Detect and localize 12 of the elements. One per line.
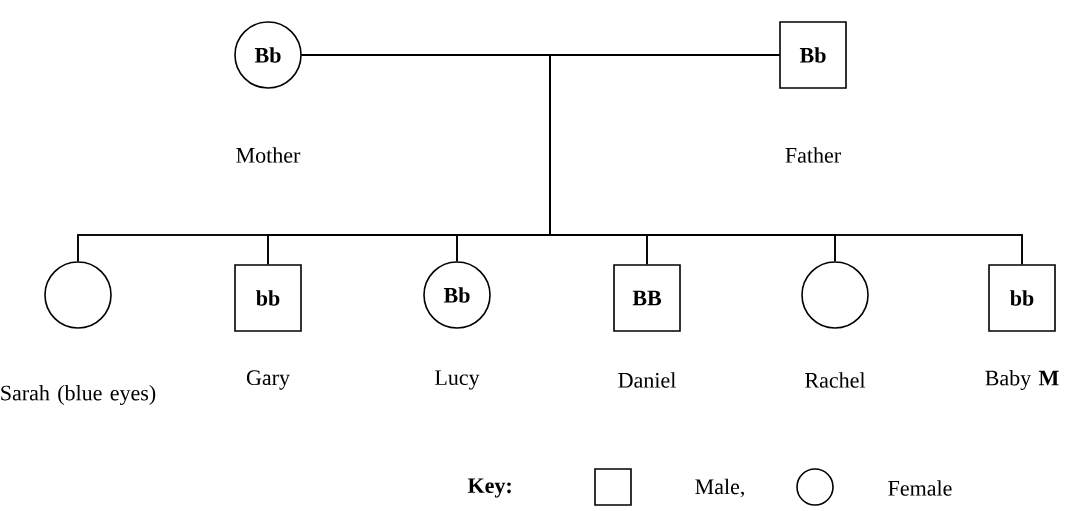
name-label: Baby M bbox=[985, 370, 1059, 390]
name-label: Rachel bbox=[805, 372, 866, 388]
name-label: Lucy bbox=[435, 370, 480, 390]
name-label: Mother bbox=[236, 147, 301, 163]
legend-label: Female bbox=[888, 480, 952, 496]
key-label: Key: bbox=[467, 478, 511, 498]
name-label: Gary bbox=[246, 370, 290, 390]
pedigree-line bbox=[549, 54, 1023, 265]
name-label: Sarah (blue eyes) bbox=[1, 385, 156, 405]
name-label: Daniel bbox=[618, 372, 676, 388]
name-label: Father bbox=[785, 147, 841, 163]
legend-label: Male, bbox=[695, 478, 744, 498]
